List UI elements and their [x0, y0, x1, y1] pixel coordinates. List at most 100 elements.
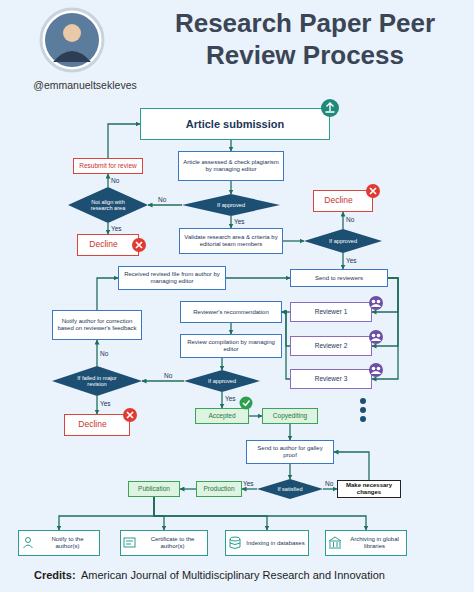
return-box: Resubmit for review [73, 158, 143, 174]
action-box: Make necessary changes [337, 480, 401, 498]
decline-box: Decline [77, 234, 139, 256]
process-box: Review compilation by managing editor [180, 334, 282, 358]
more-dot [360, 398, 366, 404]
decision-diamond: If approved [184, 370, 260, 392]
node-text: If approved [217, 202, 245, 208]
avatar-body [53, 51, 91, 62]
edge-label: Yes [100, 400, 111, 407]
node-text: Reviewer 2 [315, 342, 348, 349]
edge-label: Yes [225, 395, 236, 402]
start-box: Article submission [140, 108, 330, 140]
person-body [371, 304, 382, 307]
flow-connector [96, 340, 97, 366]
more-dot [360, 416, 366, 422]
node-text: Copyediting [273, 412, 307, 419]
flow-connector [221, 392, 222, 408]
flow-connector [323, 488, 337, 489]
outcome-box: Indexing in databases [225, 530, 309, 556]
decision-diamond: Not align with research area [68, 187, 148, 223]
avatar-photo [45, 13, 99, 67]
flow-connector [148, 204, 182, 205]
node-text: Not align with research area [84, 199, 132, 212]
flow-connector [289, 424, 290, 440]
node-text: Reviewer's recommendation [193, 309, 269, 316]
flow-connector [230, 323, 231, 334]
author-handle: @emmanueltsekleves [10, 79, 160, 91]
diamond-outline [257, 479, 323, 499]
process-box: Received revised file from author by man… [118, 266, 226, 290]
edge-label: No [346, 216, 354, 223]
process-box: Reviewer's recommendation [180, 301, 282, 323]
flow-connector [372, 278, 398, 379]
flow-connector [283, 240, 304, 241]
diagram-title: Research Paper Peer Review Process [140, 8, 470, 71]
diamond-outline [182, 194, 280, 216]
flow-connector [154, 497, 366, 530]
flow-connector [96, 396, 97, 414]
node-text: Accepted [208, 412, 235, 419]
outcome-box: Certificate to the author(s) [120, 530, 208, 556]
flow-connector [154, 497, 267, 530]
person-head [372, 334, 376, 338]
flow-connector [108, 124, 140, 158]
edge-label: No [158, 196, 166, 203]
flow-connector [142, 380, 184, 381]
node-text: Decline [324, 196, 352, 206]
node-text: Publication [138, 485, 170, 492]
node-text: Archiving in global libraries [346, 536, 403, 550]
diamond-outline [184, 370, 260, 392]
node-text: Decline [78, 420, 106, 430]
person-body [371, 371, 382, 374]
flow-connector [334, 452, 369, 480]
flow-connector [282, 312, 290, 379]
process-box: Notify author for correction based on re… [52, 310, 142, 340]
avatar-face [63, 24, 81, 42]
stage-box: Publication [128, 481, 180, 497]
diamond-outline [304, 229, 382, 253]
flow-connector [226, 277, 290, 278]
node-text: Production [203, 485, 234, 492]
avatar-ring [41, 9, 103, 71]
node-text: Decline [89, 240, 117, 250]
flow-connector [242, 488, 257, 489]
flow-connector [230, 140, 231, 151]
node-text: Send to author for galley proof [250, 445, 330, 459]
flow-connector [342, 253, 343, 269]
decision-diamond: If approved [304, 229, 382, 253]
node-text: Resubmit for review [79, 162, 136, 169]
flow-connector [154, 497, 164, 530]
stage-box: Production [196, 481, 242, 497]
edge-label: No [325, 480, 333, 487]
reviewer-box: Reviewer 1 [290, 302, 372, 322]
decision-diamond: If failed in major revision [52, 366, 142, 396]
node-text: Reviewer 1 [315, 308, 348, 315]
node-text: Article submission [186, 118, 284, 131]
stage-box: Copyediting [262, 408, 318, 424]
flow-connector [97, 278, 118, 310]
flow-connector [289, 464, 290, 479]
flow-connector [249, 415, 262, 416]
stage-box: Accepted [195, 408, 249, 424]
decision-diamond: If satisfied [257, 479, 323, 499]
node-text: If satisfied [277, 486, 302, 492]
edge-label: Yes [111, 225, 122, 232]
edge-label: Yes [243, 480, 254, 487]
edge-label: Yes [346, 257, 357, 264]
person-head [377, 334, 381, 338]
node-text: If failed in major revision [68, 375, 126, 388]
decline-box: Decline [313, 190, 373, 212]
process-box: Validate research area & criteria by edi… [179, 228, 283, 254]
node-text: Indexing in databases [246, 540, 304, 547]
edge-label: No [100, 350, 108, 357]
node-text: Review compilation by managing editor [184, 339, 278, 353]
diamond-outline [68, 187, 148, 223]
flow-connector [372, 278, 398, 346]
node-text: Notify author for correction based on re… [56, 318, 138, 332]
flow-connector [342, 212, 343, 229]
node-text: Make necessary changes [341, 482, 397, 496]
reviewer-box: Reviewer 2 [290, 336, 372, 356]
edge-label: Yes [234, 218, 245, 225]
decision-diamond: If approved [182, 194, 280, 216]
flow-connector [230, 181, 231, 194]
person-head [372, 300, 376, 304]
